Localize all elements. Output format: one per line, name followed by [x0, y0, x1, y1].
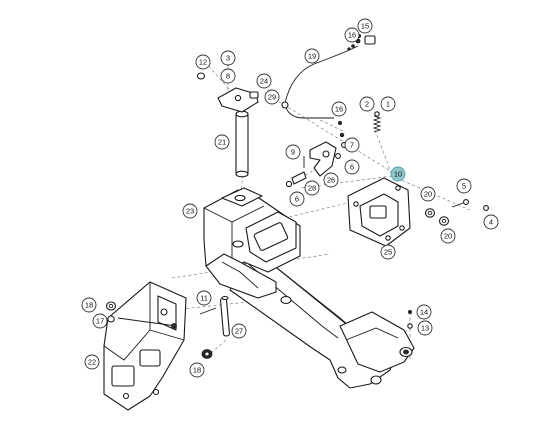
callout-13: 13	[417, 320, 433, 336]
callout-11: 11	[196, 290, 212, 306]
callout-number: 16	[335, 105, 343, 114]
callout-5: 5	[456, 178, 472, 194]
callout-number: 24	[260, 77, 268, 86]
mounting-plate	[347, 177, 411, 247]
callout-12: 12	[195, 54, 211, 70]
callout-16: 16	[331, 101, 347, 117]
callout-17: 17	[92, 313, 108, 329]
callout-number: 11	[200, 294, 208, 303]
callout-number: 19	[308, 52, 316, 61]
callout-27: 27	[231, 323, 247, 339]
callout-number: 6	[350, 163, 354, 172]
callout-8: 8	[220, 68, 236, 84]
callout-29: 29	[264, 89, 280, 105]
callout-2: 2	[359, 96, 375, 112]
plate-fasteners	[424, 199, 489, 226]
callout-19: 19	[304, 48, 320, 64]
callout-number: 18	[193, 366, 201, 375]
callout-9: 9	[285, 144, 301, 160]
callout-number: 2	[365, 100, 369, 109]
callout-15: 15	[357, 18, 373, 34]
callout-3: 3	[220, 50, 236, 66]
callout-number: 22	[88, 358, 96, 367]
callout-number: 3	[226, 54, 230, 63]
callout-number: 4	[489, 218, 493, 227]
callout-1: 1	[380, 96, 396, 112]
callout-21: 21	[214, 134, 230, 150]
callout-10: 10	[390, 166, 406, 182]
callout-7: 7	[344, 137, 360, 153]
callout-6: 6	[289, 191, 305, 207]
control-cable	[281, 35, 376, 119]
callout-number: 15	[361, 22, 369, 31]
callout-28: 28	[304, 180, 320, 196]
callout-number: 20	[444, 232, 452, 241]
callout-25: 25	[380, 244, 396, 260]
callout-number: 26	[327, 176, 335, 185]
callout-16: 16	[344, 27, 360, 43]
callout-number: 13	[421, 324, 429, 333]
callout-number: 20	[424, 190, 432, 199]
latch-lever	[285, 141, 341, 188]
callout-number: 25	[384, 248, 392, 257]
bracket-assembly	[103, 281, 213, 411]
callout-number: 9	[291, 148, 295, 157]
callout-number: 16	[348, 31, 356, 40]
callout-number: 8	[226, 72, 230, 81]
callout-18: 18	[81, 297, 97, 313]
callout-number: 29	[268, 93, 276, 102]
callout-number: 5	[462, 182, 466, 191]
callout-24: 24	[256, 73, 272, 89]
callout-20: 20	[440, 228, 456, 244]
callout-number: 17	[96, 317, 104, 326]
callout-18: 18	[189, 362, 205, 378]
callout-22: 22	[84, 354, 100, 370]
callout-26: 26	[323, 172, 339, 188]
callout-23: 23	[182, 203, 198, 219]
callout-20: 20	[420, 186, 436, 202]
callout-number: 21	[218, 138, 226, 147]
callout-number: 27	[235, 327, 243, 336]
callout-number: 7	[350, 141, 354, 150]
callout-number: 12	[199, 58, 207, 67]
yoke-fasteners	[407, 309, 413, 329]
callout-14: 14	[416, 304, 432, 320]
callout-number: 6	[295, 195, 299, 204]
callout-6: 6	[344, 159, 360, 175]
callout-number: 18	[85, 301, 93, 310]
callout-number: 1	[386, 100, 390, 109]
post-pin	[235, 110, 249, 178]
callout-number: 28	[308, 184, 316, 193]
callout-number: 23	[186, 207, 194, 216]
callout-number: 10	[394, 170, 402, 179]
loose-pins	[199, 295, 230, 337]
main-frame	[203, 187, 415, 389]
callout-4: 4	[483, 214, 499, 230]
callout-labels: 1234566789101112131415161617181819202021…	[81, 18, 499, 378]
callout-number: 14	[420, 308, 428, 317]
